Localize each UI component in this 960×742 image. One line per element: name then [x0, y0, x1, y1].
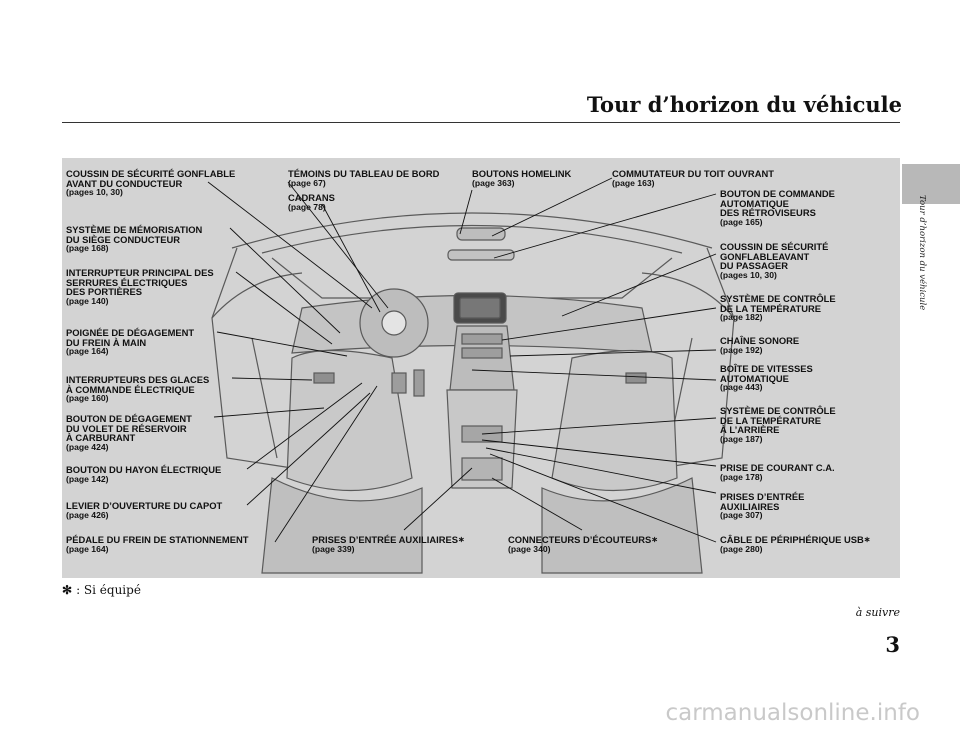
section-tab-label: Tour d’horizon du véhicule [917, 195, 927, 311]
callout-ac-outlet: PRISE DE COURANT C.A. (page 178) [720, 462, 835, 482]
callout-parking-brake-pedal: PÉDALE DU FREIN DE STATIONNEMENT (page 1… [66, 534, 249, 554]
callout-usb-cable: CÂBLE DE PÉRIPHÉRIQUE USB∗ (page 280) [720, 534, 871, 554]
watermark: carmanualsonline.info [665, 700, 920, 726]
page-header-title: Tour d’horizon du véhicule [586, 92, 902, 117]
callout-aux-inputs-rear: PRISES D’ENTRÉE AUXILIAIRES∗ (page 339) [312, 534, 465, 554]
callout-headphone-jacks: CONNECTEURS D’ÉCOUTEURS∗ (page 340) [508, 534, 658, 554]
section-tab [902, 164, 960, 204]
callout-indicators: TÉMOINS DU TABLEAU DE BORD (page 67) [288, 168, 440, 188]
continued-note: à suivre [855, 606, 900, 619]
asterisk-icon: ✻ [62, 583, 73, 597]
page-number: 3 [885, 632, 900, 657]
callout-audio-system: CHAÎNE SONORE (page 192) [720, 335, 800, 355]
footnote: ✻: Si équipé [62, 583, 141, 597]
callout-tailgate-button: BOUTON DU HAYON ÉLECTRIQUE (page 142) [66, 464, 222, 484]
header-rule [62, 122, 900, 123]
callout-hood-release: LEVIER D’OUVERTURE DU CAPOT (page 426) [66, 500, 223, 520]
callout-moonroof-switch: COMMUTATEUR DU TOIT OUVRANT (page 163) [612, 168, 774, 188]
callout-homelink: BOUTONS HOMELINK (page 363) [472, 168, 572, 188]
callout-gauges: CADRANS (page 78) [288, 192, 335, 212]
